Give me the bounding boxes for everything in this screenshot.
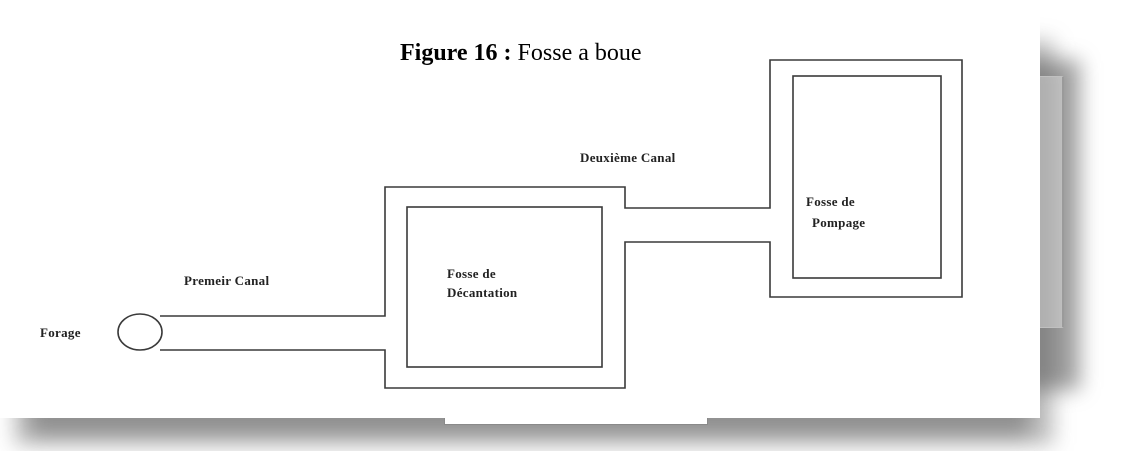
figure-number: Figure 16 : (400, 40, 512, 66)
frame-edge-right (1040, 76, 1064, 328)
fosse-decantation-label-line1: Fosse de (447, 266, 496, 281)
figure-title: Fosse a boue (511, 40, 642, 66)
mud-pit-diagram: Forage Premeir Canal Deuxième Canal Foss… (40, 59, 963, 389)
fosse-pompage-label-line2: Pompage (812, 215, 865, 230)
fosse-pompage-box (792, 75, 942, 279)
outer-channel-wall (160, 59, 963, 389)
fosse-pompage-label-line1: Fosse de (806, 194, 855, 209)
fosse-decantation-box (406, 206, 603, 368)
figure-panel: Figure 16 : Fosse a boue Forage Premeir … (40, 40, 963, 389)
frame-edge-bottom (444, 418, 708, 425)
figure-caption: Figure 16 : Fosse a boue (400, 40, 642, 67)
fosse-decantation-label-line2: Décantation (447, 285, 518, 300)
forage-label: Forage (40, 325, 81, 340)
premier-canal-label: Premeir Canal (184, 273, 269, 288)
deuxieme-canal-label: Deuxième Canal (580, 150, 676, 165)
forage-circle (117, 313, 163, 351)
